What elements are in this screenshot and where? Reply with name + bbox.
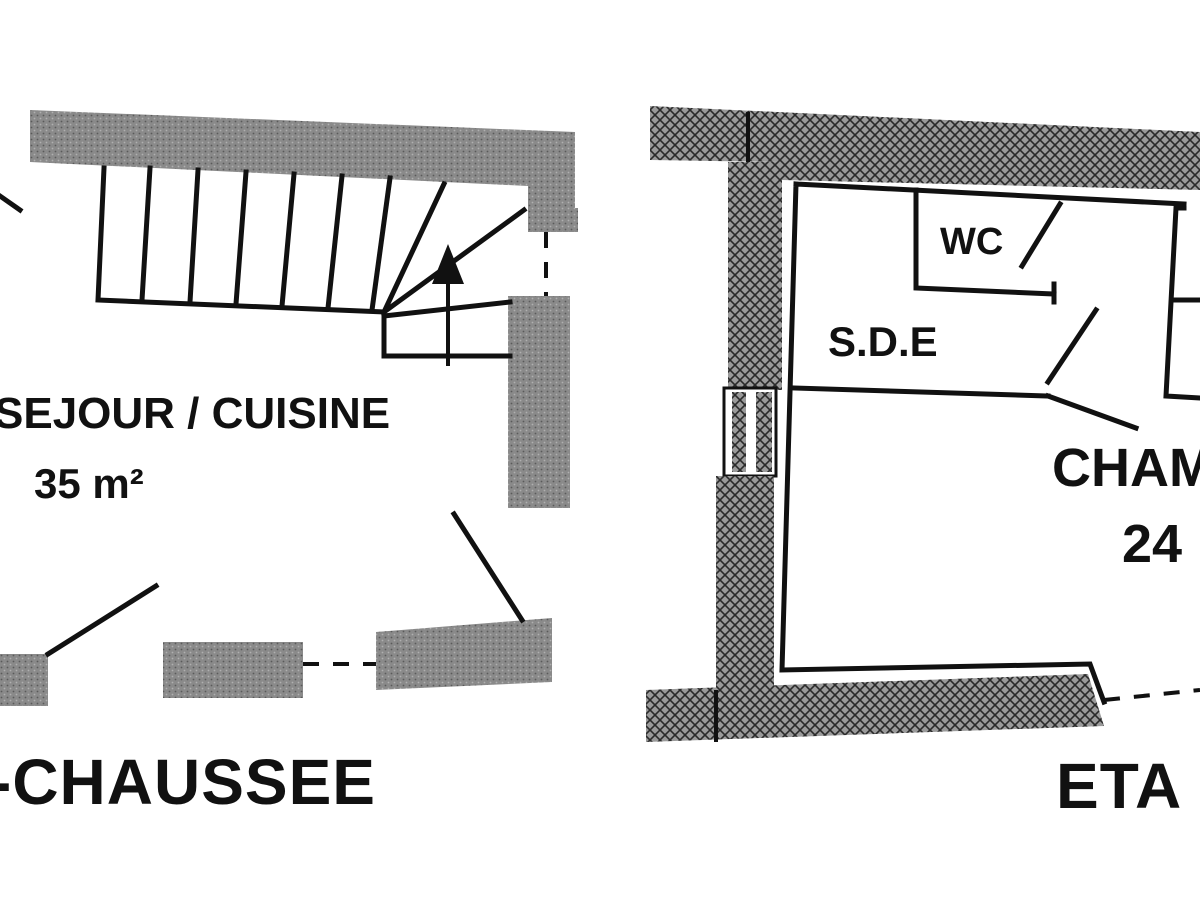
room-area-sejour-cuisine: 35 m²: [34, 460, 144, 507]
door-swing-left: [0, 192, 24, 214]
room-area-bedroom: 24: [1122, 514, 1182, 574]
stair-arrow-head-icon: [432, 244, 464, 284]
wc-partition: [913, 187, 1057, 297]
upper-floor-plan: WC S.D.E CHAM 24 ETA: [646, 106, 1200, 822]
floor-title-upper: ETA: [1056, 750, 1182, 822]
room-label-sejour-cuisine: SEJOUR / CUISINE: [0, 389, 390, 438]
interior-outline: [779, 181, 1187, 706]
door-swing-bottom-right: [450, 510, 526, 624]
sde-door-swing: [1044, 306, 1100, 386]
wall-left-lower-upper: [716, 476, 774, 690]
room-label-wc: WC: [940, 221, 1003, 263]
wall-bottom-right: [376, 618, 552, 690]
wall-right-upper: [528, 208, 578, 232]
wall-bottom-upper: [646, 674, 1104, 742]
wall-top-upper: [650, 106, 1200, 190]
ground-floor-plan: SEJOUR / CUISINE 35 m² -CHAUSSEE: [0, 110, 578, 818]
wall-top: [30, 110, 575, 232]
opening-bottom-upper: [1103, 688, 1200, 702]
closet-partition: [1163, 205, 1200, 401]
bedroom-door-swing: [1044, 392, 1140, 432]
room-label-bedroom: CHAM: [1052, 438, 1200, 498]
room-label-sde: S.D.E: [828, 318, 938, 365]
wall-bottom-left: [0, 654, 48, 706]
staircase: [95, 165, 528, 366]
sde-partition: [791, 385, 1051, 399]
wall-left-upper: [728, 162, 782, 390]
wall-bottom-middle: [163, 642, 303, 698]
wall-right: [508, 296, 570, 508]
door-swing-bottom-left: [44, 582, 160, 658]
wc-door-swing: [1018, 200, 1064, 270]
floor-title-ground: -CHAUSSEE: [0, 746, 376, 818]
